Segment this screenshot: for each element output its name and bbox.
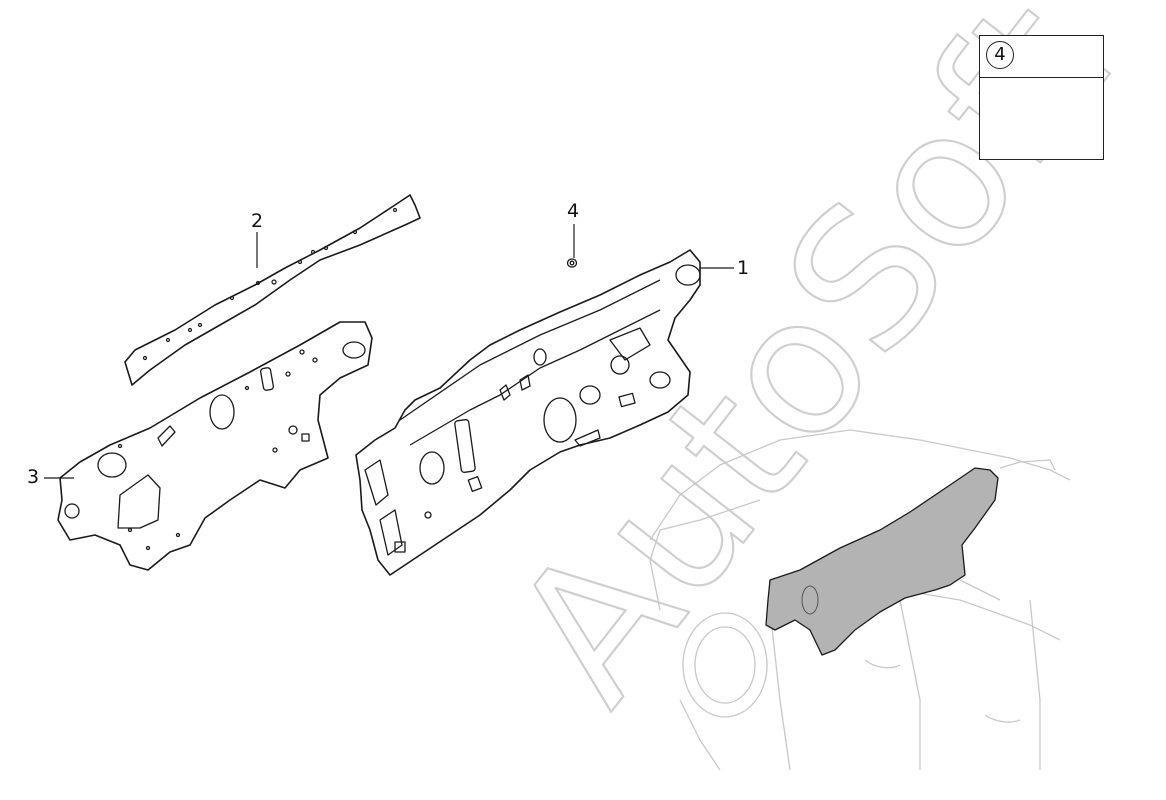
detail-box-part-4[interactable]: 4 (979, 35, 1104, 160)
leader-lines (44, 224, 734, 479)
detail-divider (980, 77, 1103, 78)
part-2-upper-insulation-strip[interactable] (124, 194, 421, 386)
part-4-nut[interactable] (566, 258, 578, 268)
callout-part-1[interactable]: 1 (737, 257, 750, 279)
callout-part-4[interactable]: 4 (567, 200, 580, 222)
part-3-dash-panel-insulation[interactable] (57, 321, 373, 571)
highlighted-firewall-location (765, 467, 999, 656)
callout-part-3[interactable]: 3 (27, 466, 40, 488)
part-1-firewall-insulator[interactable] (355, 249, 701, 576)
detail-number-badge: 4 (986, 41, 1014, 69)
callout-part-2[interactable]: 2 (251, 210, 264, 232)
vehicle-location-illustration (649, 429, 1071, 771)
